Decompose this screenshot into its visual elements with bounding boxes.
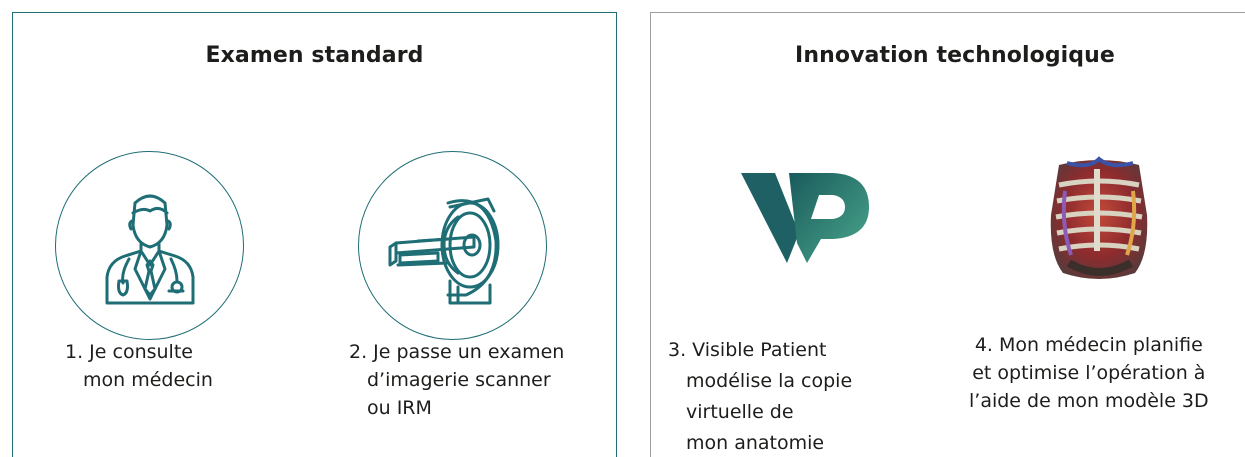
mri-scanner-icon: [388, 197, 499, 304]
step-3-line-3: virtuelle de: [686, 401, 794, 423]
doctor-icon: [105, 194, 194, 304]
step-2-text: 2. Je passe un examen d’imagerie scanner…: [349, 338, 564, 422]
step-4-line-3: l’aide de mon modèle 3D: [969, 390, 1209, 412]
visible-patient-logo: [741, 173, 869, 263]
step-2-line-1: 2. Je passe un examen: [349, 341, 565, 363]
panel-title-standard: Examen standard: [205, 43, 424, 68]
step-2-line-3: ou IRM: [367, 397, 432, 419]
step-4-line-2: et optimise l’opération à: [972, 362, 1206, 384]
innovation-panel: Innovation technologique: [650, 12, 1245, 457]
step-3-text: 3. Visible Patient modélise la copie vir…: [668, 335, 852, 457]
step-3-line-4: mon anatomie: [686, 432, 825, 454]
scanner-circle: [358, 151, 547, 340]
step-1-line-1: 1. Je consulte: [65, 341, 193, 363]
doctor-circle: [55, 151, 244, 340]
panel-title-innovation: Innovation technologique: [795, 43, 1115, 68]
3d-torso-model: [1050, 156, 1148, 279]
step-4-text: 4. Mon médecin planifie et optimise l’op…: [969, 331, 1209, 415]
step-1-line-2: mon médecin: [83, 369, 213, 391]
step-2-line-2: d’imagerie scanner: [367, 369, 551, 391]
step-4-line-1: 4. Mon médecin planifie: [974, 334, 1203, 356]
standard-exam-panel: Examen standard: [12, 12, 617, 457]
step-1-text: 1. Je consulte mon médecin: [65, 338, 213, 394]
step-3-line-1: 3. Visible Patient: [668, 339, 827, 361]
step-3-line-2: modélise la copie: [686, 370, 853, 392]
